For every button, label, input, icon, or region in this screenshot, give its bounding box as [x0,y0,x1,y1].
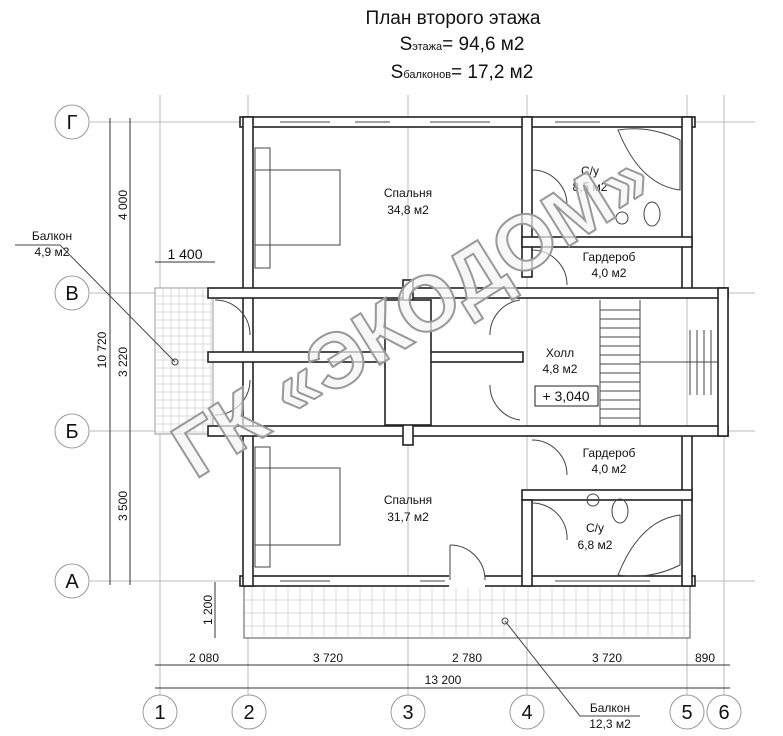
svg-text:4 000: 4 000 [116,190,130,220]
balcony-name: Балкон [32,229,72,243]
room-name: Спальня [384,186,432,200]
svg-text:890: 890 [695,651,715,665]
axis-label: Б [65,421,78,443]
dimensions: 4 000 3 220 3 500 10 720 1 200 1 400 2 0… [95,118,730,689]
level-mark-box [534,385,599,407]
svg-text:1 200: 1 200 [201,595,215,625]
axis-label: 5 [681,702,692,724]
room-name: С/у [581,164,599,178]
balcony-name: Балкон [590,701,630,715]
axis-label: 2 [243,702,254,724]
svg-text:3 720: 3 720 [592,651,622,665]
room-area: 6,8 м2 [578,538,613,552]
floor-area: Sэтажа= 94,6 м2 [400,34,525,55]
room-name: Холл [546,346,574,360]
room-name: Гардероб [583,446,636,460]
axis-label: 1 [154,702,165,724]
balcony-area: 4,9 м2 [35,245,70,259]
axis-label: 6 [718,702,729,724]
walls [207,116,729,588]
room-area: 8,5 м2 [573,180,608,194]
axis-label: А [65,571,79,593]
svg-text:1 400: 1 400 [167,246,202,262]
svg-text:3 220: 3 220 [116,347,130,377]
balcony-area: 12,3 м2 [589,717,631,731]
level-mark: + 3,040 [542,388,589,404]
balcony-bottom [243,585,691,639]
room-name: Гардероб [583,250,636,264]
svg-text:10 720: 10 720 [95,331,109,368]
axis-label: В [65,283,78,305]
furniture [254,128,718,577]
axis-label: 4 [521,702,532,724]
balcony-area: Sбалконов= 17,2 м2 [391,62,534,83]
room-name: Спальня [384,493,432,507]
room-area: 4,0 м2 [592,462,627,476]
svg-text:13 200: 13 200 [425,673,462,687]
plan-title: План второго этажа [366,8,541,29]
room-name: С/у [586,521,604,535]
axis-label: Г [67,112,78,134]
room-area: 34,8 м2 [387,203,429,217]
room-area: 4,8 м2 [543,362,578,376]
axis-label: 3 [402,702,413,724]
room-area: 31,7 м2 [387,510,429,524]
svg-text:3 500: 3 500 [116,491,130,521]
svg-text:2 080: 2 080 [189,651,219,665]
svg-text:2 780: 2 780 [452,651,482,665]
svg-text:3 720: 3 720 [313,651,343,665]
room-area: 4,0 м2 [592,266,627,280]
